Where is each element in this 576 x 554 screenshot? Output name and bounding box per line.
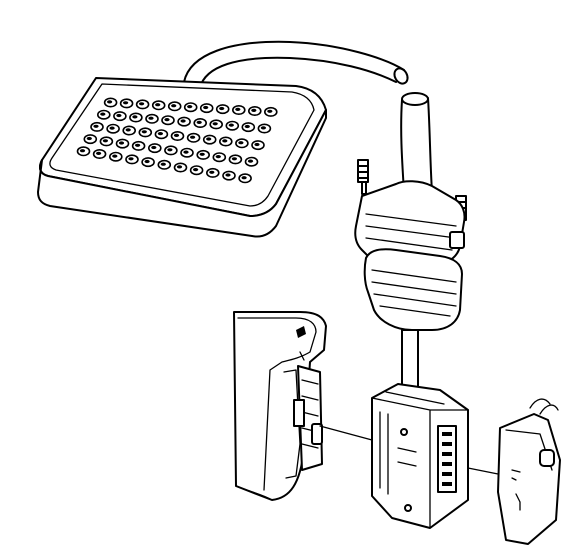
connector-cable-lower: [401, 329, 419, 393]
keypad: [37, 77, 327, 238]
keypad-key-shading: [193, 168, 199, 172]
device-housing: [233, 311, 327, 501]
keypad-key-shading: [164, 118, 170, 122]
keypad-key-shading: [128, 157, 134, 161]
sub-d-connector-hood: [354, 180, 466, 331]
keypad-key-shading: [132, 115, 138, 119]
keypad-key-shading: [222, 139, 228, 143]
keypad-key-shading: [267, 109, 273, 113]
keypad-key-shading: [187, 105, 193, 109]
keypad-key-shading: [148, 116, 154, 120]
keypad-key-shading: [93, 124, 99, 128]
terminal-connector-block: [371, 383, 469, 529]
keypad-key-shading: [157, 132, 163, 136]
keypad-key-shading: [100, 112, 106, 116]
connection-lines: [319, 425, 499, 475]
keypad-key-shading: [219, 106, 225, 111]
keypad-key-shading: [231, 157, 237, 161]
keypad-key-shading: [196, 120, 202, 124]
keypad-key-shading: [241, 176, 247, 180]
keypad-key-shading: [151, 145, 157, 150]
keypad-key-shading: [167, 148, 173, 152]
keypad-cable: [183, 40, 409, 89]
keypad-key-shading: [206, 137, 212, 141]
keypad-key-shading: [139, 102, 145, 106]
keypad-key-shading: [144, 159, 150, 164]
keypad-key-shading: [238, 141, 244, 145]
keypad-keys: [76, 97, 278, 184]
jack-screw-left: [357, 159, 369, 195]
keypad-key-shading: [112, 154, 118, 158]
keypad-key-shading: [125, 128, 131, 132]
keypad-key-shading: [209, 170, 215, 174]
keypad-key-shading: [260, 126, 266, 130]
keypad-key-shading: [79, 149, 86, 153]
keypad-key-shading: [123, 101, 129, 105]
keypad-key-shading: [135, 143, 141, 147]
keypad-key-shading: [212, 122, 218, 126]
keypad-key-shading: [254, 142, 260, 147]
keypad-key-shading: [228, 123, 234, 127]
keypad-key-shading: [96, 151, 102, 155]
keypad-key-shading: [109, 126, 115, 130]
keypad-key-shading: [176, 165, 183, 169]
keypad-key-shading: [180, 119, 186, 123]
keypad-key-shading: [251, 108, 257, 112]
keypad-key-shading: [235, 107, 241, 111]
keypad-key-shading: [102, 139, 108, 143]
cartridge-module: [497, 398, 561, 545]
keypad-key-shading: [225, 173, 231, 177]
keypad-key-shading: [215, 155, 221, 159]
keypad-key-shading: [199, 152, 205, 156]
keypad-key-shading: [155, 103, 161, 107]
keypad-key-shading: [173, 133, 180, 137]
keypad-key-shading: [171, 104, 177, 108]
keypad-key-shading: [183, 150, 189, 154]
terminal-pins: [437, 425, 457, 493]
keypad-key-shading: [116, 113, 122, 118]
keypad-key-shading: [247, 159, 254, 163]
keypad-key-shading: [118, 141, 125, 145]
keypad-key-shading: [190, 135, 196, 139]
connector-cable-upper: [400, 92, 433, 193]
keypad-key-shading: [141, 130, 147, 134]
keypad-key-shading: [203, 105, 209, 110]
keypad-key-shading: [244, 124, 250, 129]
keypad-key-shading: [160, 162, 166, 166]
keypad-key-shading: [107, 100, 113, 104]
keypad-key-shading: [86, 136, 92, 141]
